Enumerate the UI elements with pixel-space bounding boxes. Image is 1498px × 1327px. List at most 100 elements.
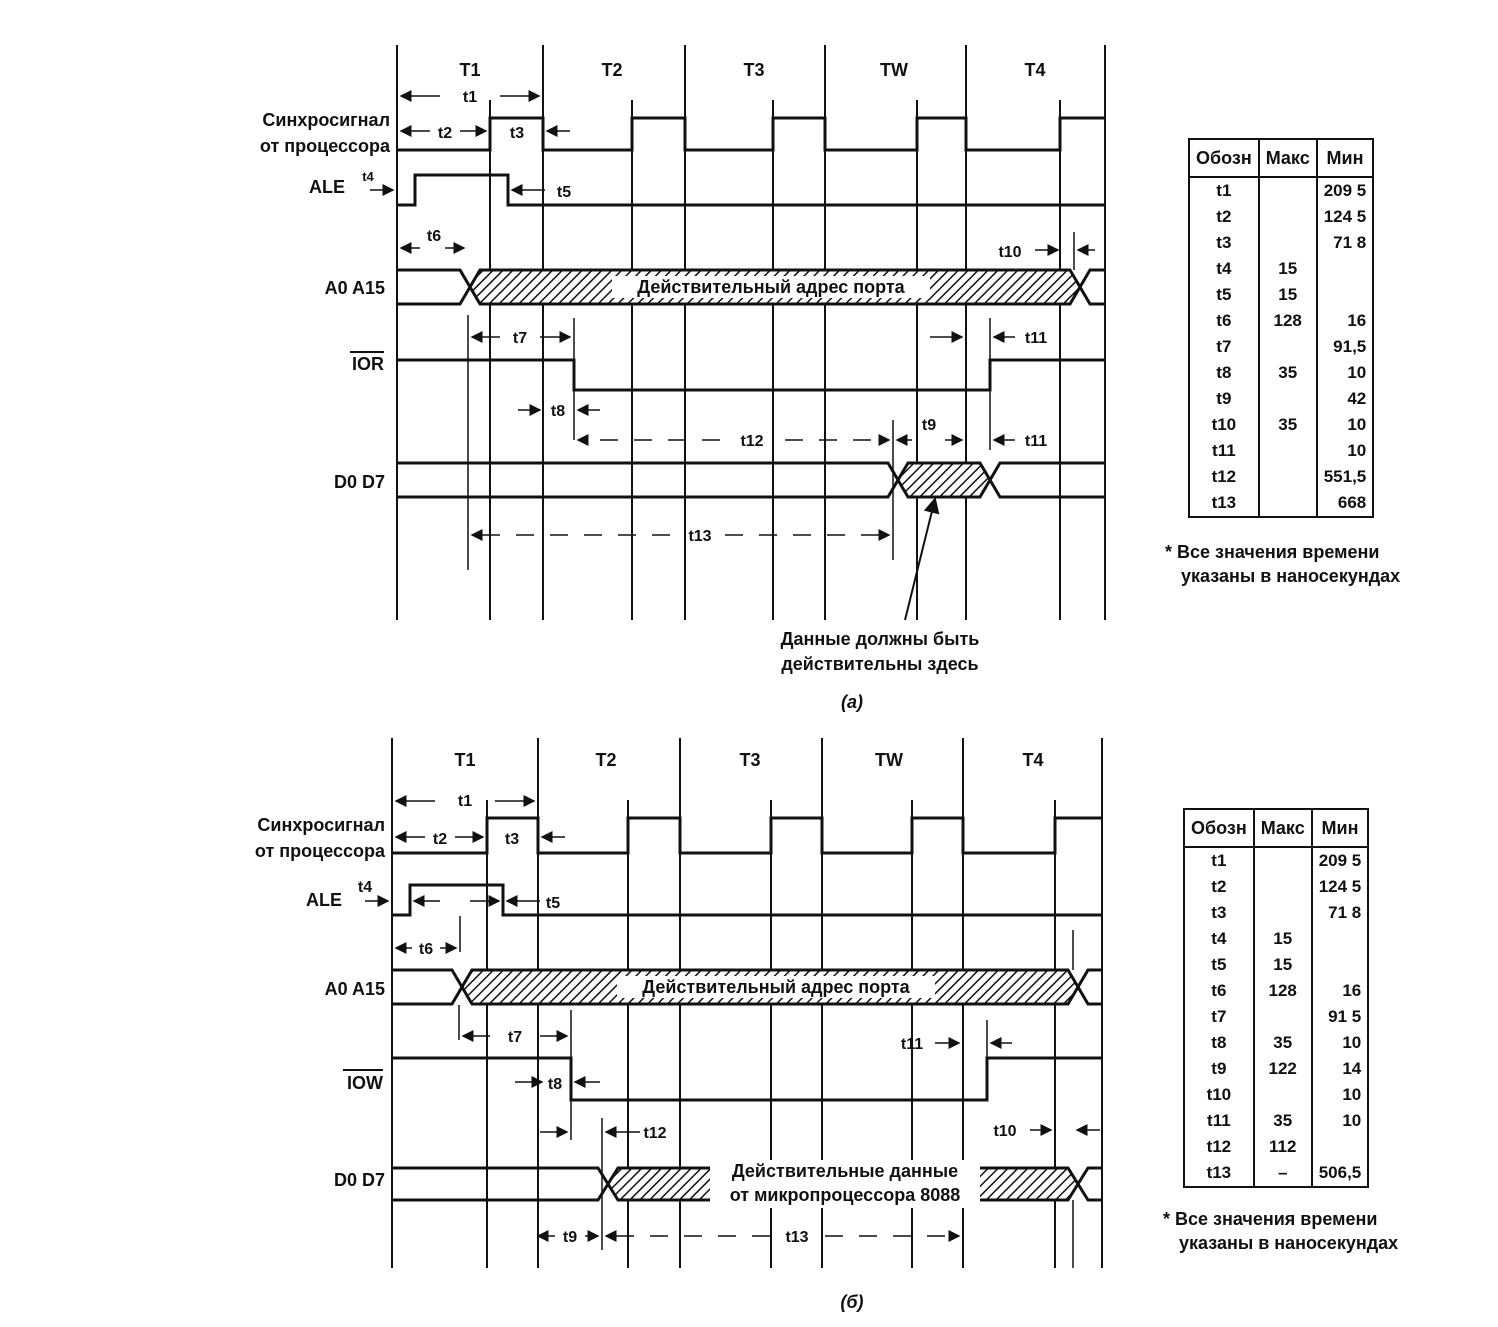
cell-min: 209 5 (1315, 177, 1375, 204)
cell-designation: t11 (1188, 438, 1260, 464)
cell-min: 10 (1310, 1082, 1370, 1108)
cell-max: 15 (1257, 256, 1318, 282)
cell-max (1257, 386, 1318, 412)
cell-max (1257, 334, 1318, 360)
signal-clock-line2: от процессора (260, 136, 391, 156)
header-max: Макс (1257, 138, 1318, 178)
cell-max: 128 (1257, 308, 1318, 334)
table-row: t10 10 (1183, 1082, 1370, 1108)
cell-max (1252, 847, 1313, 874)
mark-t13: t13 (688, 528, 711, 545)
cell-max: 35 (1257, 360, 1318, 386)
mark-t7: t7 (508, 1029, 522, 1046)
table-row: t9 42 (1188, 386, 1375, 412)
cell-min: 42 (1315, 386, 1375, 412)
cell-min: 551,5 (1315, 464, 1375, 490)
cell-designation: t5 (1188, 282, 1260, 308)
mark-t13: t13 (785, 1229, 808, 1246)
mark-t4: t4 (358, 879, 372, 896)
mark-t5: t5 (557, 184, 571, 201)
cell-min (1310, 1134, 1370, 1160)
cell-min (1310, 952, 1370, 978)
cell-designation: t4 (1188, 256, 1260, 282)
cell-min: 91 5 (1310, 1004, 1370, 1030)
address-label-bg (612, 276, 930, 298)
cell-designation: t10 (1183, 1082, 1255, 1108)
cell-max: 35 (1252, 1030, 1313, 1056)
cell-designation: t13 (1188, 490, 1260, 518)
cell-min (1310, 926, 1370, 952)
cell-designation: t3 (1183, 900, 1255, 926)
cell-max: 112 (1252, 1134, 1313, 1160)
cell-max (1252, 900, 1313, 926)
mark-t6: t6 (419, 941, 433, 958)
cell-min: 16 (1310, 978, 1370, 1004)
cell-min (1315, 282, 1375, 308)
ale-waveform (392, 883, 1102, 917)
signal-address: A0 A15 (325, 278, 385, 298)
signal-address: A0 A15 (325, 979, 385, 999)
timing-labels: t1 t2 t3 t4 t5 t6 t7 t8 t9 t10 t11 t11 t… (362, 89, 1047, 545)
data-left-edge (392, 1166, 610, 1202)
signal-data: D0 D7 (334, 472, 385, 492)
table-row: t3 71 8 (1183, 900, 1370, 926)
cell-designation: t6 (1183, 978, 1255, 1004)
mark-t8: t8 (551, 403, 565, 420)
mark-t7: t7 (513, 330, 527, 347)
header-designation: Обозн (1183, 808, 1255, 848)
cell-max: 35 (1252, 1108, 1313, 1134)
cell-designation: t9 (1188, 386, 1260, 412)
cell-max (1257, 490, 1318, 518)
footnote-write: * Все значения времени указаны в наносек… (1163, 1207, 1463, 1255)
cell-designation: t9 (1183, 1056, 1255, 1082)
cell-max (1252, 1082, 1313, 1108)
header-max: Макс (1252, 808, 1313, 848)
header-min: Мин (1315, 138, 1375, 178)
cell-min: 10 (1310, 1030, 1370, 1056)
cell-min: 71 8 (1310, 900, 1370, 926)
cell-min: 124 5 (1315, 204, 1375, 230)
signal-ale: ALE (306, 890, 342, 910)
cell-designation: t1 (1188, 177, 1260, 204)
header-min: Мин (1310, 808, 1370, 848)
waveforms (392, 816, 1102, 1202)
timing-diagram-write: T1 T2 T3 TW T4 Синхросигнал от процессор… (0, 720, 1498, 1322)
cell-designation: t12 (1183, 1134, 1255, 1160)
cell-min (1315, 256, 1375, 282)
data-left-edge (397, 461, 900, 499)
footnote-line1: * Все значения времени (1165, 542, 1380, 562)
cell-max: 35 (1257, 412, 1318, 438)
cell-max: 122 (1252, 1056, 1313, 1082)
mark-t1: t1 (463, 89, 477, 106)
cell-max: 15 (1257, 282, 1318, 308)
cell-max (1257, 177, 1318, 204)
cycle-label-t4: T4 (1022, 750, 1043, 770)
cell-designation: t5 (1183, 952, 1255, 978)
cycle-label-tw: TW (880, 60, 908, 80)
timing-diagram-write-svg: T1 T2 T3 TW T4 Синхросигнал от процессор… (255, 738, 1103, 1312)
cell-designation: t11 (1183, 1108, 1255, 1134)
cell-min: 91,5 (1315, 334, 1375, 360)
cycle-label-t1: T1 (459, 60, 480, 80)
cycle-label-t3: T3 (739, 750, 760, 770)
cell-max: 128 (1252, 978, 1313, 1004)
mark-t11: t11 (901, 1036, 923, 1053)
clock-waveform (392, 816, 1102, 855)
mark-t12: t12 (643, 1125, 666, 1142)
cell-max: 15 (1252, 926, 1313, 952)
signal-iow: IOW (347, 1073, 383, 1093)
timing-arrows (365, 795, 1100, 1242)
mark-t3: t3 (510, 125, 524, 142)
